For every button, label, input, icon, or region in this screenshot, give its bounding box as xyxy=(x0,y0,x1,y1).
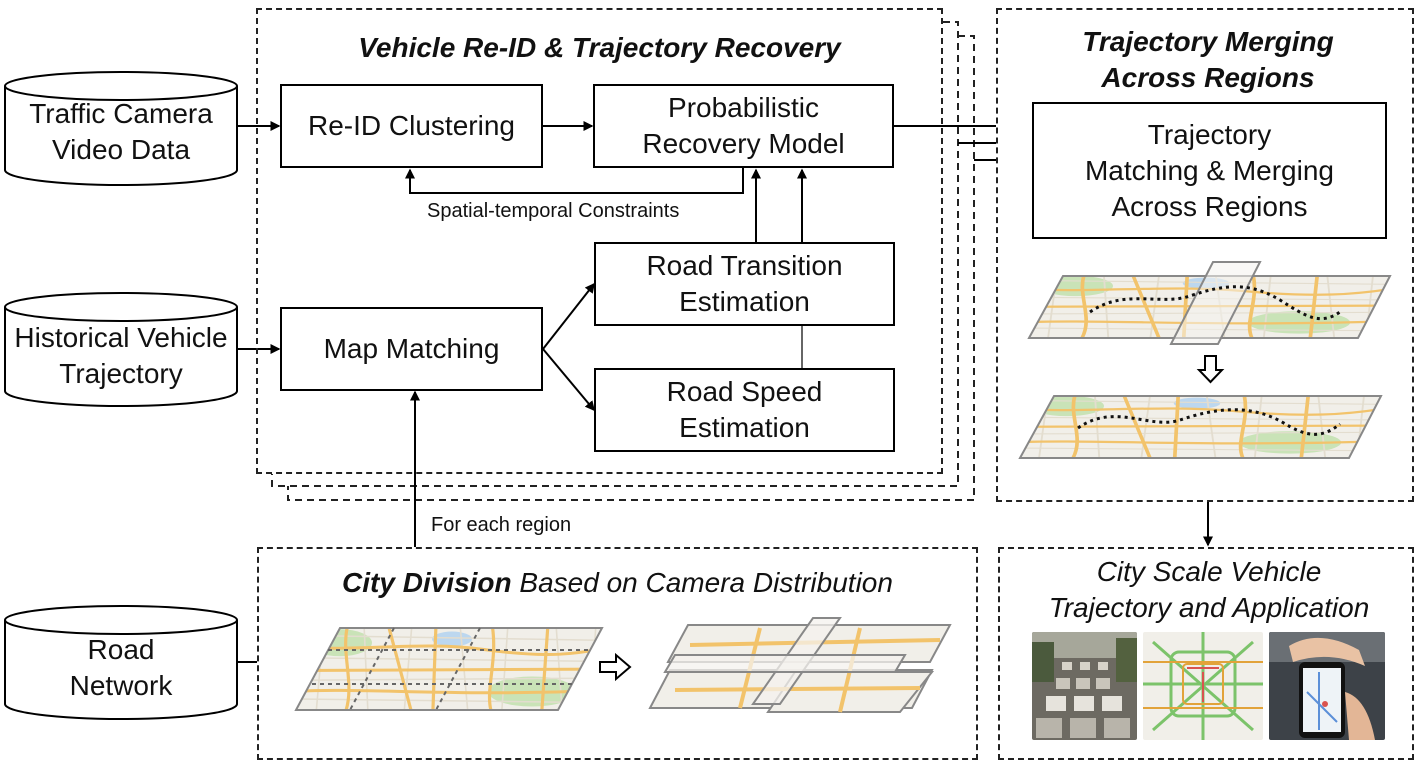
road-network-cylinder xyxy=(4,605,238,720)
city-division-title: City Division Based on Camera Distributi… xyxy=(257,565,978,601)
for-each-region-label: For each region xyxy=(431,514,572,536)
probabilistic-model-box: Probabilistic Recovery Model xyxy=(593,84,894,168)
recovery-frame xyxy=(256,8,943,474)
merging-title: Trajectory Merging Across Regions xyxy=(1082,26,1334,93)
traffic-photo xyxy=(1032,632,1137,740)
city-division-title-rest: Based on Camera Distribution xyxy=(511,567,893,598)
map-divided-regions xyxy=(648,617,952,713)
constraints-label: Spatial-temporal Constraints xyxy=(427,200,680,222)
map-undivided xyxy=(294,627,604,711)
arrow-constraints xyxy=(405,168,744,194)
camera-data-cylinder xyxy=(4,71,238,186)
reid-clustering-box: Re-ID Clustering xyxy=(280,84,543,168)
road-speed-box: Road Speed Estimation xyxy=(594,368,895,452)
matching-merging-box: Trajectory Matching & Merging Across Reg… xyxy=(1032,102,1387,239)
stacked-frames xyxy=(271,21,975,501)
recovery-title: Vehicle Re-ID & Trajectory Recovery xyxy=(358,32,841,63)
map-matching-box: Map Matching xyxy=(280,307,543,391)
division-right-arrow-icon xyxy=(599,652,632,682)
arrow-mapmatching-to-speed xyxy=(542,348,595,412)
merge-down-arrow-icon xyxy=(1196,355,1225,384)
city-traffic-map-image xyxy=(1143,632,1263,740)
application-title: City Scale Vehicle Trajectory and Applic… xyxy=(1048,556,1370,623)
road-transition-box: Road Transition Estimation xyxy=(594,242,895,326)
road-network-label: Road Network xyxy=(69,634,173,701)
historical-trajectory-cylinder xyxy=(4,292,238,407)
historical-trajectory-label: Historical Vehicle Trajectory xyxy=(14,322,228,389)
map-after-merge xyxy=(1018,395,1383,459)
arrow-mapmatching-to-transition xyxy=(542,282,595,350)
city-division-title-bold: City Division xyxy=(342,567,512,598)
phone-navigation-photo xyxy=(1269,632,1385,740)
camera-data-label: Traffic Camera Video Data xyxy=(29,98,213,165)
map-before-merge xyxy=(1027,261,1392,345)
